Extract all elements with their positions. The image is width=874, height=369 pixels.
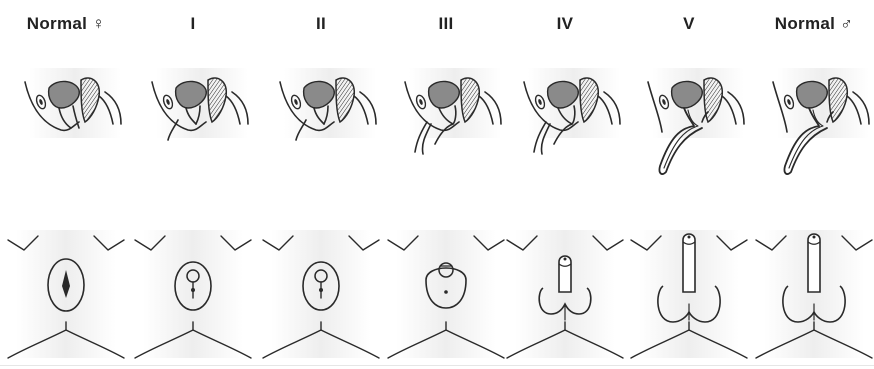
external-view-prader-1: [135, 230, 251, 358]
external-view-prader-3: [388, 230, 504, 358]
stage-column-prader-2: [263, 68, 379, 358]
stage-column-prader-4: [507, 68, 623, 358]
external-view-normal-male: [756, 230, 872, 358]
bottom-rule: [0, 365, 874, 366]
sagittal-view-prader-3: [405, 68, 501, 154]
sagittal-view-prader-4: [524, 68, 620, 154]
stage-column-prader-1: [135, 68, 251, 358]
stage-column-prader-5: [631, 68, 747, 358]
external-view-prader-5: [631, 230, 747, 358]
stage-column-normal-male: [756, 68, 872, 358]
stage-label-prader-2: II: [259, 14, 383, 34]
sagittal-view-normal-male: [773, 68, 869, 174]
external-view-normal-female: [8, 230, 124, 358]
stage-label-prader-4: IV: [503, 14, 627, 34]
sagittal-view-prader-2: [280, 68, 376, 140]
stage-label-prader-1: I: [131, 14, 255, 34]
stage-column-prader-3: [388, 68, 504, 358]
stage-column-normal-female: [8, 68, 124, 358]
stage-label-normal-male: Normal ♂: [752, 14, 874, 34]
sagittal-view-normal-female: [25, 68, 121, 138]
external-view-prader-2: [263, 230, 379, 358]
external-view-prader-4: [507, 230, 623, 358]
stage-label-prader-3: III: [384, 14, 508, 34]
sagittal-view-prader-5: [648, 68, 744, 174]
stage-label-normal-female: Normal ♀: [4, 14, 128, 34]
stage-label-prader-5: V: [627, 14, 751, 34]
sagittal-view-prader-1: [152, 68, 248, 140]
